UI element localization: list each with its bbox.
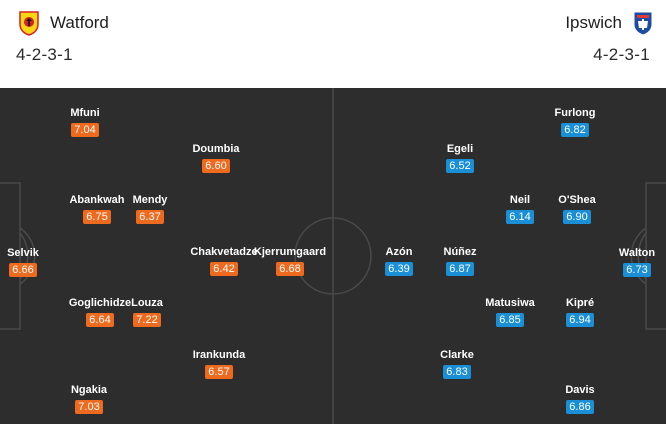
watford-crest-icon: [19, 11, 39, 36]
pitch: Selvik 6.66 Mfuni 7.04 Doumbia 6.60 Aban…: [0, 88, 666, 424]
player-rating: 7.22: [133, 313, 161, 327]
player-rating: 7.04: [71, 123, 99, 137]
player-name: Doumbia: [192, 143, 240, 155]
player-abankwah[interactable]: Abankwah 6.75: [57, 194, 137, 225]
player-rating: 6.14: [506, 210, 534, 224]
player-rating: 6.60: [202, 159, 230, 173]
player-name: Louza: [131, 297, 163, 309]
player-neil[interactable]: Neil 6.14: [480, 194, 560, 225]
player-doumbia[interactable]: Doumbia 6.60: [176, 143, 256, 174]
player-name: Selvik: [7, 247, 39, 259]
player-rating: 6.86: [566, 400, 594, 414]
player-matusiwa[interactable]: Matusiwa 6.85: [470, 297, 550, 328]
player-azon[interactable]: Azón 6.39: [359, 246, 439, 277]
player-rating: 6.42: [210, 262, 238, 276]
player-rating: 6.64: [86, 313, 114, 327]
player-name: O'Shea: [558, 194, 596, 206]
player-chakvetadze[interactable]: Chakvetadze 6.42: [184, 246, 264, 277]
player-rating: 6.90: [563, 210, 591, 224]
player-goglichidze[interactable]: Goglichidze 6.64: [60, 297, 140, 328]
player-name: Clarke: [440, 349, 474, 361]
player-rating: 6.94: [566, 313, 594, 327]
home-formation: 4-2-3-1: [16, 45, 73, 64]
player-name: Mendy: [132, 194, 168, 206]
pitch-markings: [0, 88, 666, 424]
player-rating: 6.39: [385, 262, 413, 276]
player-rating: 6.82: [561, 123, 589, 137]
player-selvik[interactable]: Selvik 6.66: [0, 247, 63, 278]
away-formation: 4-2-3-1: [593, 45, 650, 64]
player-name: Matusiwa: [485, 297, 535, 309]
player-name: Azón: [385, 246, 413, 258]
player-nunez[interactable]: Núñez 6.87: [420, 246, 500, 277]
player-ngakia[interactable]: Ngakia 7.03: [49, 384, 129, 415]
player-furlong[interactable]: Furlong 6.82: [535, 107, 615, 138]
player-name: Kjerrumgaard: [253, 246, 327, 258]
player-davis[interactable]: Davis 6.86: [540, 384, 620, 415]
player-kipre[interactable]: Kipré 6.94: [540, 297, 620, 328]
player-mendy[interactable]: Mendy 6.37: [110, 194, 190, 225]
player-name: Walton: [618, 247, 656, 259]
player-name: Ngakia: [70, 384, 108, 396]
player-walton[interactable]: Walton 6.73: [597, 247, 666, 278]
player-rating: 6.66: [9, 263, 37, 277]
player-louza[interactable]: Louza 7.22: [107, 297, 187, 328]
player-rating: 6.87: [446, 262, 474, 276]
home-team-name: Watford: [50, 13, 109, 32]
player-name: Neil: [509, 194, 531, 206]
home-team[interactable]: Watford: [16, 10, 109, 36]
player-clarke[interactable]: Clarke 6.83: [417, 349, 497, 380]
match-header: Watford 4-2-3-1 Ipswich 4-2-3-1: [0, 0, 666, 88]
player-name: Furlong: [554, 107, 596, 119]
player-name: Irankunda: [192, 349, 246, 361]
player-oshea[interactable]: O'Shea 6.90: [537, 194, 617, 225]
player-rating: 6.85: [496, 313, 524, 327]
ipswich-crest-icon: [633, 11, 653, 36]
player-rating: 6.73: [623, 263, 651, 277]
player-name: Abankwah: [69, 194, 125, 206]
player-rating: 6.75: [83, 210, 111, 224]
player-name: Goglichidze: [68, 297, 132, 309]
away-team-name: Ipswich: [565, 13, 622, 32]
player-mfuni[interactable]: Mfuni 7.04: [45, 107, 125, 138]
player-name: Mfuni: [70, 107, 100, 119]
player-rating: 6.37: [136, 210, 164, 224]
player-egeli[interactable]: Egeli 6.52: [420, 143, 500, 174]
player-name: Kipré: [565, 297, 595, 309]
player-irankunda[interactable]: Irankunda 6.57: [179, 349, 259, 380]
player-name: Chakvetadze: [190, 246, 258, 258]
player-rating: 6.52: [446, 159, 474, 173]
player-name: Egeli: [446, 143, 474, 155]
player-name: Núñez: [443, 246, 477, 258]
player-rating: 6.57: [205, 365, 233, 379]
player-kjerrumgaard[interactable]: Kjerrumgaard 6.68: [250, 246, 330, 277]
away-team[interactable]: Ipswich: [565, 10, 656, 36]
player-rating: 6.68: [276, 262, 304, 276]
player-name: Davis: [565, 384, 595, 396]
player-rating: 7.03: [75, 400, 103, 414]
player-rating: 6.83: [443, 365, 471, 379]
